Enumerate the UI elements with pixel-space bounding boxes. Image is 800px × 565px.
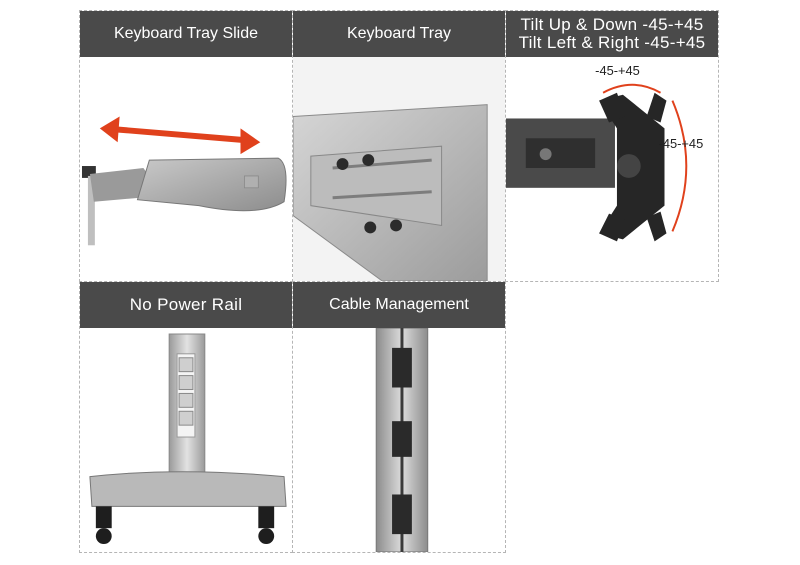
panel-keyboard-tray-slide: Keyboard Tray Slide	[79, 10, 293, 282]
power-cart-illustration	[89, 333, 287, 545]
tilt-illustration: -45-+45 -45-+45	[506, 63, 704, 242]
panel-title: Keyboard Tray	[346, 25, 452, 42]
vesa-plate	[599, 92, 667, 242]
keyboard-tray-slide-image	[80, 57, 292, 281]
cable-channel-illustration	[375, 328, 429, 552]
tilt-up-down-title: Tilt Up & Down -45-+45	[520, 15, 704, 34]
cable-management-image	[293, 328, 505, 552]
panel-title-bar: Cable Management	[293, 282, 505, 328]
keyboard-tray-illustration	[293, 57, 505, 281]
panel-title-bar: No Power Rail	[80, 282, 292, 328]
no-power-rail-image	[80, 328, 292, 552]
panel-title-bar: Keyboard Tray Slide	[80, 11, 292, 57]
tilt-left-right-title: Tilt Left & Right -45-+45	[518, 33, 706, 52]
keyboard-tray-slide-illustration	[81, 116, 287, 246]
double-arrow-icon	[99, 116, 261, 155]
panel-title-bar: Tilt Up & Down -45-+45 Tilt Left & Right…	[506, 11, 718, 57]
panel-title: Cable Management	[329, 296, 469, 313]
panel-cable-management: Cable Management	[292, 281, 506, 553]
panel-no-power-rail: No Power Rail	[79, 281, 293, 553]
panel-title: No Power Rail	[129, 295, 243, 314]
keyboard-tray-image	[293, 57, 505, 281]
tilt-image: -45-+45 -45-+45	[506, 57, 718, 281]
tilt-top-label: -45-+45	[595, 63, 640, 78]
panel-title: Keyboard Tray Slide	[113, 25, 259, 42]
tilt-side-label: -45-+45	[659, 136, 704, 151]
panel-tilt: Tilt Up & Down -45-+45 Tilt Left & Right…	[505, 10, 719, 282]
panel-title-bar: Keyboard Tray	[293, 11, 505, 57]
panel-keyboard-tray: Keyboard Tray	[292, 10, 506, 282]
